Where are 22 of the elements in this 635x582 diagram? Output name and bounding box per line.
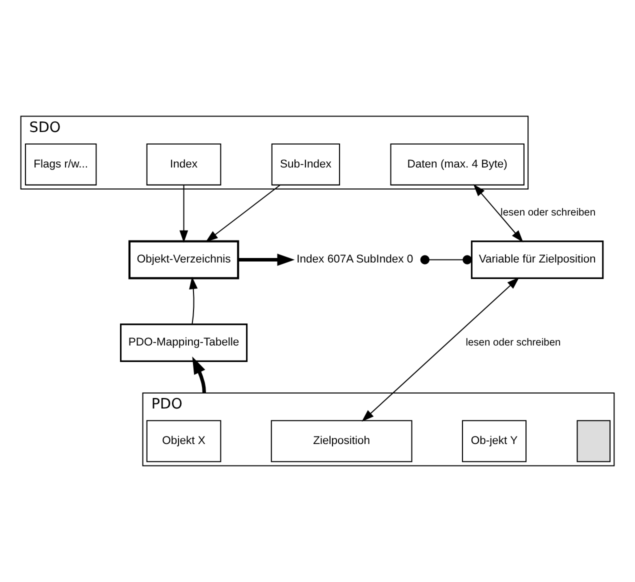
arrow: [362, 277, 520, 422]
connector: [420, 255, 472, 264]
arrow: [179, 185, 188, 243]
node-box: Index: [146, 143, 222, 186]
arrow: [238, 254, 295, 266]
node-box: PDO-Mapping-Tabelle: [120, 324, 248, 362]
arrow: [206, 184, 280, 242]
edge-label: lesen oder schreiben: [466, 337, 561, 348]
edge-label: lesen oder schreiben: [500, 208, 596, 219]
node-box: [576, 420, 611, 462]
node-box: Objekt X: [146, 420, 222, 462]
node-box: Sub-Index: [271, 143, 340, 186]
node-box: Flags r/w...: [24, 143, 97, 186]
node-box: Objekt-Verzeichnis: [128, 240, 240, 280]
node-box: Daten (max. 4 Byte): [390, 143, 524, 186]
arrow: [192, 356, 206, 393]
node-text: Index 607A SubIndex 0: [296, 254, 414, 266]
node-box: Zielpositioh: [270, 420, 412, 462]
arrow: [473, 184, 524, 242]
node-box: Ob-jekt Y: [462, 420, 527, 462]
arrow: [189, 276, 198, 324]
node-box: Variable für Zielposition: [470, 240, 604, 279]
